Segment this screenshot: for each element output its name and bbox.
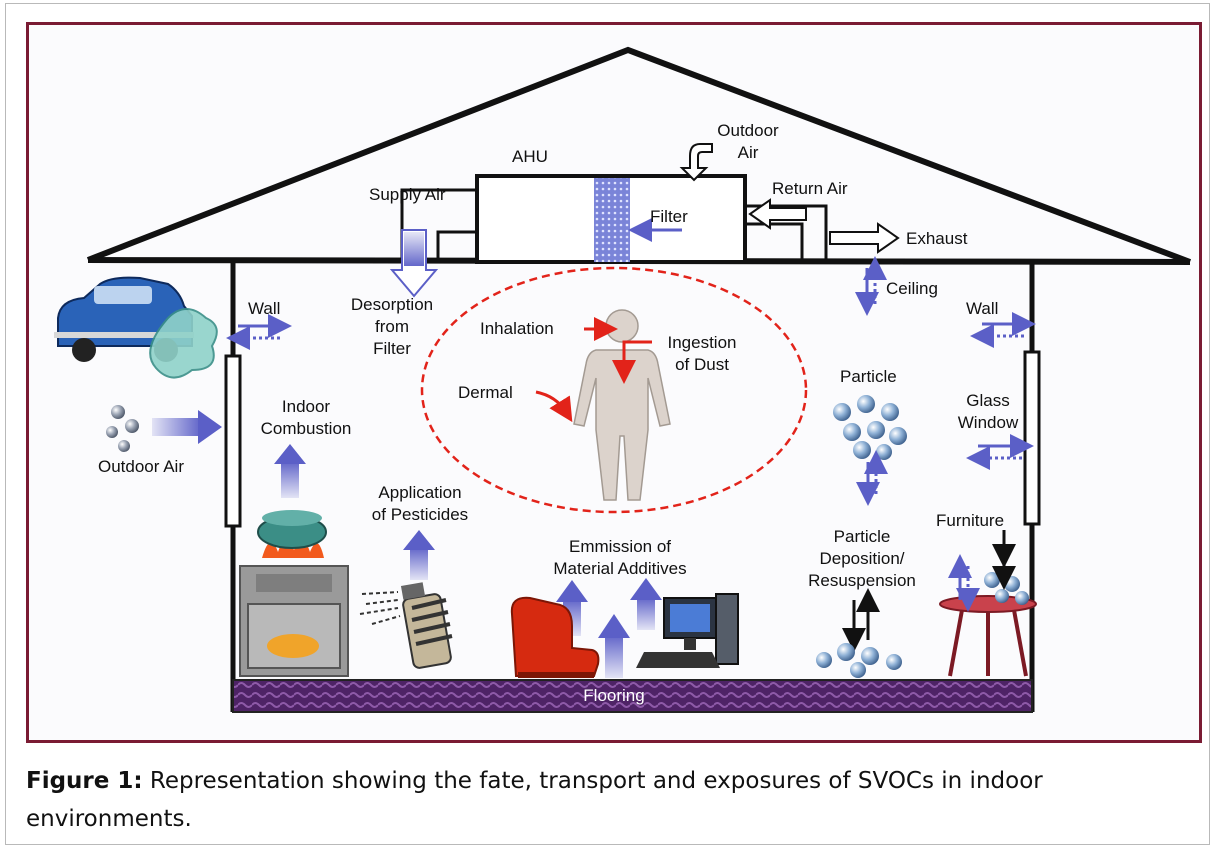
computer-icon — [636, 593, 739, 668]
combustion-up-arrow — [274, 444, 306, 464]
figure-caption: Figure 1: Representation showing the fat… — [26, 762, 1206, 838]
wall-right-arrows — [970, 312, 1036, 348]
pesticide-up-arrow — [403, 530, 435, 550]
material-additives-label: Emmission of Material Additives — [553, 537, 687, 578]
supply-air-label: Supply Air — [369, 185, 446, 204]
outdoor-air-inlet-arrow — [679, 143, 713, 182]
outer-border — [5, 3, 1210, 845]
outdoor-air-left-label: Outdoor Air — [98, 457, 184, 476]
particle-label: Particle — [840, 367, 897, 386]
armchair-icon — [510, 596, 600, 678]
deposition-arrows — [842, 588, 880, 652]
return-air-label: Return Air — [772, 179, 848, 198]
dermal-arrow — [535, 390, 573, 423]
window-right-arrows — [966, 434, 1034, 470]
exposure-circle — [420, 266, 808, 514]
filter-label: Filter — [650, 207, 688, 226]
outdoor-particles-icon — [106, 405, 139, 452]
exhaust-label: Exhaust — [906, 229, 968, 248]
wall-left-label: Wall — [248, 299, 281, 318]
furniture-label: Furniture — [936, 511, 1005, 530]
caption-figure-label: Figure 1: — [26, 768, 143, 794]
glass-window-label: Glass Window — [957, 391, 1019, 432]
dermal-label: Dermal — [458, 383, 513, 402]
flooring — [232, 679, 1033, 713]
flooring-label: Flooring — [583, 686, 645, 705]
particles-icon — [833, 395, 907, 460]
left-window — [224, 354, 242, 528]
outdoor-air-top-label: Outdoor Air — [717, 121, 779, 162]
material-arrow-2 — [598, 614, 630, 638]
wall-right-label: Wall — [966, 299, 999, 318]
right-window — [1023, 350, 1041, 526]
deposition-particles-icon — [816, 643, 902, 678]
stove-icon — [239, 510, 349, 677]
ingestion-arrow — [612, 340, 652, 384]
ahu-label: AHU — [512, 147, 548, 166]
ceiling-arrows — [855, 256, 887, 316]
outdoor-air-arrow — [152, 418, 200, 436]
material-arrow-1 — [556, 580, 588, 602]
car-icon — [54, 276, 218, 379]
table-icon — [939, 595, 1037, 677]
return-air-arrow — [748, 198, 807, 230]
ingestion-label: Ingestion of Dust — [667, 333, 737, 374]
furniture-arrows — [948, 530, 1016, 612]
pesticides-label: Application of Pesticides — [371, 483, 469, 524]
roof — [86, 46, 1192, 265]
material-arrow-3 — [630, 578, 662, 600]
human-figure-icon — [573, 309, 671, 501]
wall-left-arrows — [226, 314, 292, 350]
desorption-label: Desorption from Filter — [350, 295, 434, 358]
inhalation-label: Inhalation — [480, 319, 554, 338]
particle-arrows — [856, 450, 888, 506]
exhaust-arrow — [829, 222, 900, 254]
filter-block — [594, 178, 630, 262]
indoor-combustion-label: Indoor Combustion — [260, 397, 352, 438]
caption-text: Representation showing the fate, transpo… — [26, 768, 1043, 832]
particle-deposition-label: Particle Deposition/ Resuspension — [808, 527, 916, 590]
ceiling-label: Ceiling — [886, 279, 938, 298]
spray-can-icon — [359, 582, 453, 669]
